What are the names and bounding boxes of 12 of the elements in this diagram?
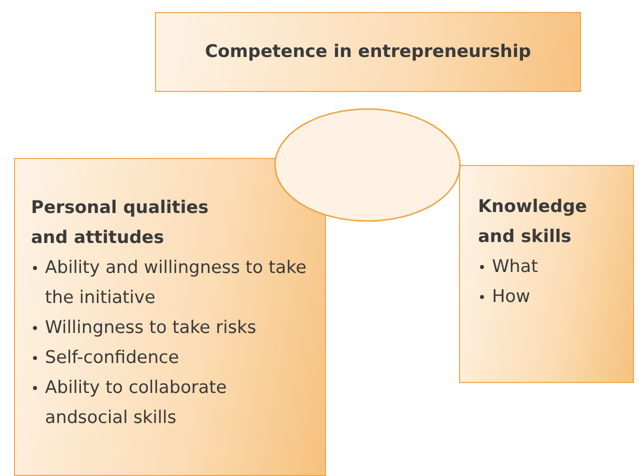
bullet-item: Willingness to take risks [31, 313, 315, 343]
text-box [155, 12, 581, 92]
text-box [14, 158, 326, 476]
bullet-item: Ability to collaborate andsocial skills [31, 373, 315, 433]
box-heading: Knowledge and skills [478, 196, 588, 249]
bullet-item: How [478, 282, 625, 312]
bullet-item: What [478, 252, 625, 282]
bullet-item: Ability and willingness to take the initiative [31, 253, 315, 313]
bullet-item: Self-confidence [31, 343, 315, 373]
text-box [459, 165, 634, 383]
box-heading: Personal qualities and attitudes [31, 197, 210, 250]
box-heading: Competence in entrepreneurship [204, 41, 532, 64]
